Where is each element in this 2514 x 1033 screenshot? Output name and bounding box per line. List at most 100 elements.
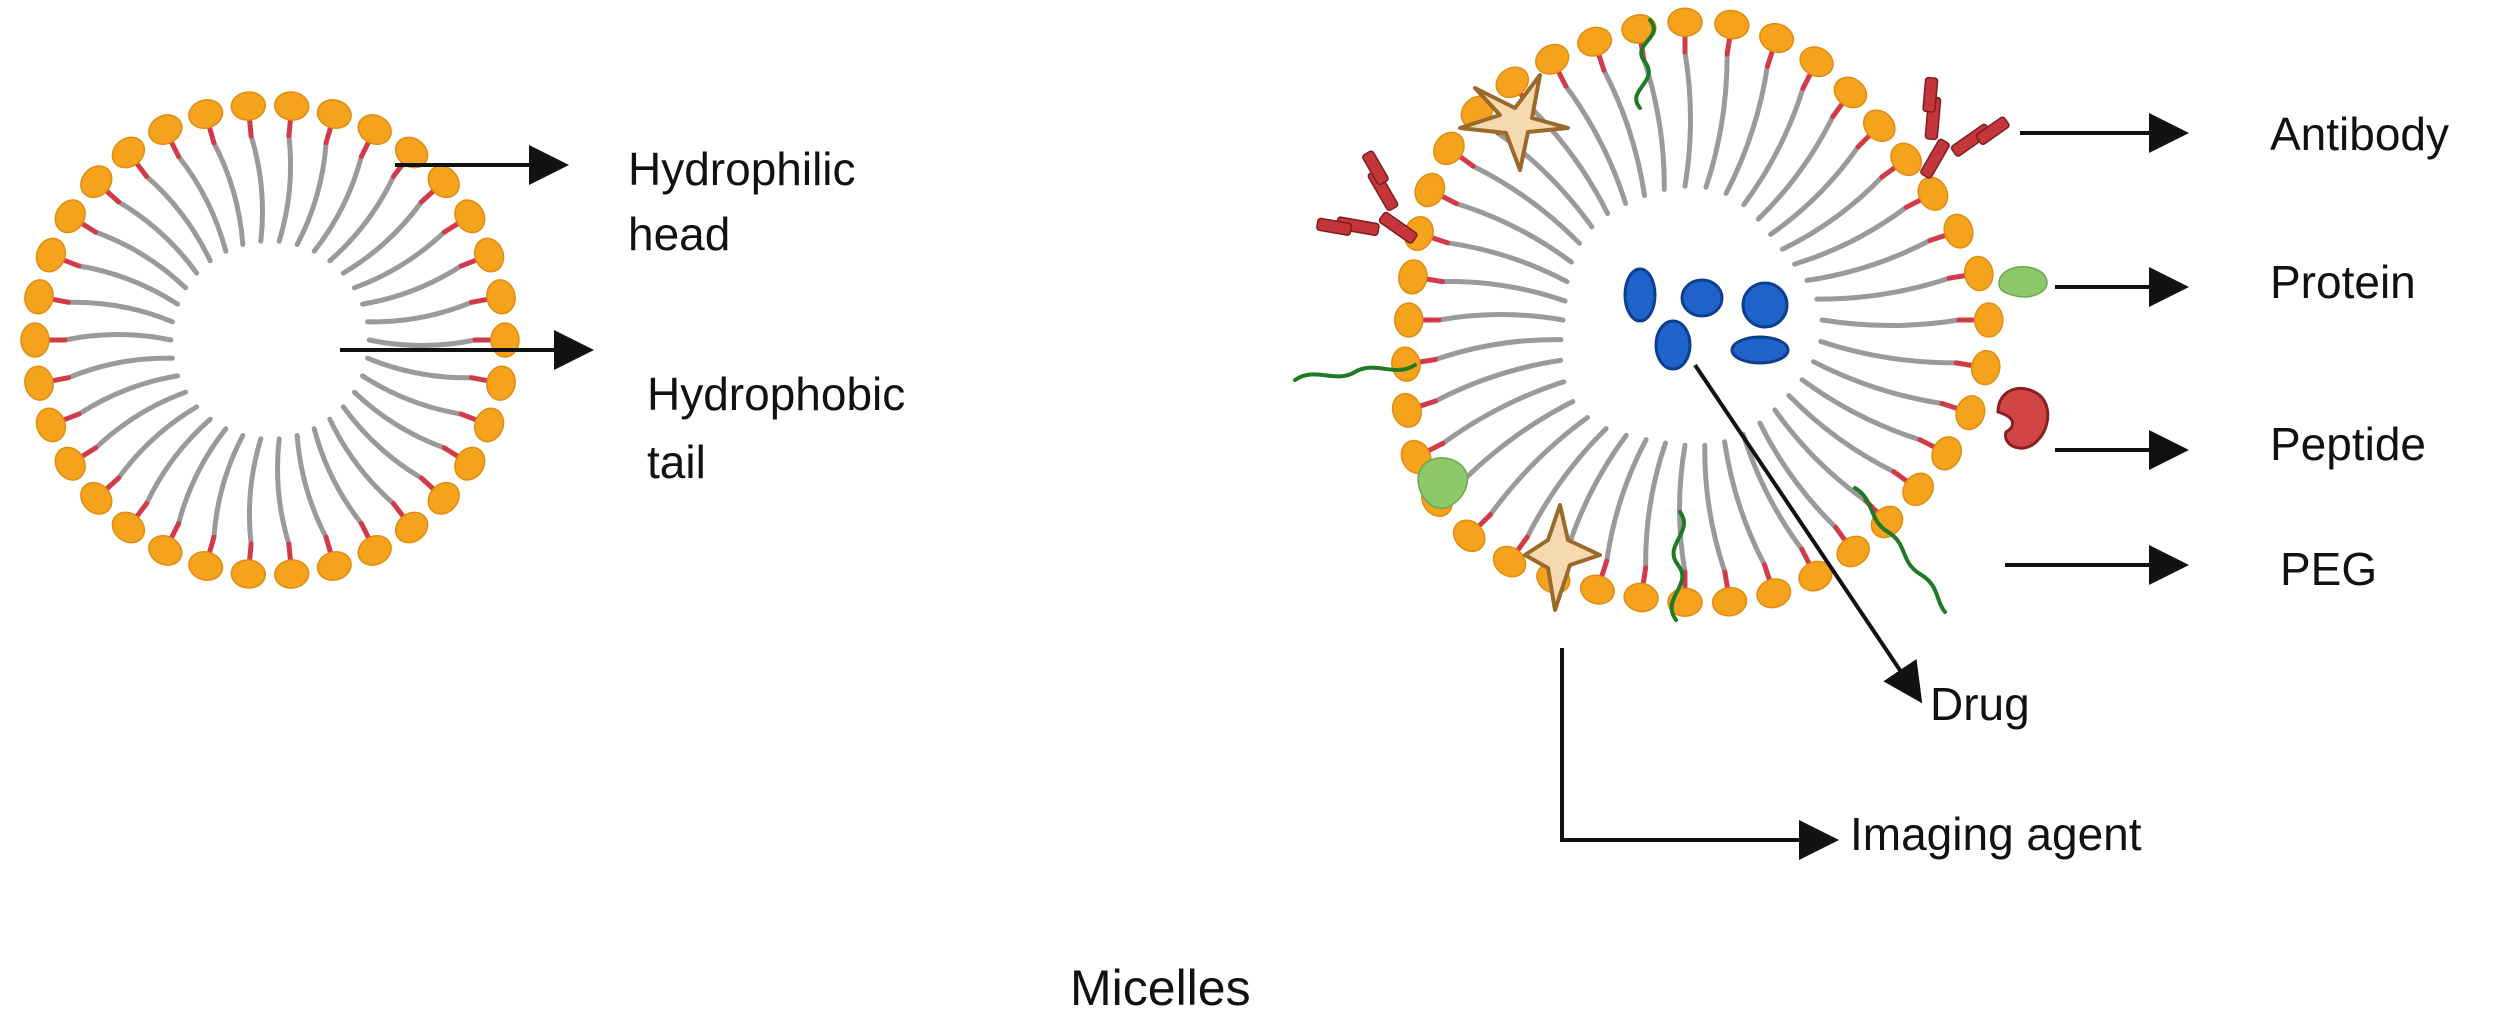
protein-label: Protein [2270, 256, 2416, 308]
hydrophobic-tail [211, 433, 246, 540]
hydrophobic-tail [211, 140, 246, 247]
linker [358, 521, 372, 542]
linker [103, 187, 121, 205]
linker [1596, 51, 1607, 73]
hydrophilic-head [148, 114, 183, 145]
linker [469, 375, 491, 384]
drug-label: Drug [1930, 678, 2030, 730]
hydrophilic-head [1391, 346, 1421, 382]
hydrophilic-head [35, 237, 67, 273]
hydrophobic-tail [1444, 240, 1570, 285]
linker [1416, 398, 1438, 409]
hydrophilic-head [1667, 7, 1703, 37]
hydrophobic-tail [1454, 201, 1574, 265]
hydrophobic-tail [275, 436, 292, 547]
labels: Hydrophilic head Hydrophobic tail Antibo… [628, 108, 2449, 1016]
hydrophilic-head [54, 446, 86, 481]
hydrophilic-head [427, 165, 460, 199]
linker [1764, 47, 1776, 69]
star-icon [1458, 73, 1570, 172]
linker [286, 541, 293, 564]
hydrophobic-tail [365, 299, 474, 325]
linker [1799, 546, 1813, 567]
linker [247, 116, 254, 139]
hydrophobic-tail [1470, 163, 1582, 246]
hydrophobic-tail [1487, 415, 1590, 518]
hydrophobic-tail [1643, 440, 1668, 571]
hydrophilic-head [473, 407, 505, 443]
linker [441, 445, 462, 460]
hydrophilic-head [454, 446, 486, 481]
hydrophilic-head [24, 365, 54, 401]
linker [1800, 70, 1814, 91]
hydrophobic-tail [1432, 357, 1564, 404]
hydrophilic-head [111, 136, 146, 169]
hydrophilic-head [1974, 302, 2004, 338]
hydrophobic-tail [1779, 174, 1885, 252]
antibody-label: Antibody [2270, 108, 2449, 160]
hydrophobic-tail [76, 373, 180, 417]
linker [206, 124, 217, 146]
linker [391, 501, 407, 520]
linker [1917, 437, 1938, 450]
linker [1423, 276, 1445, 285]
figure-caption: Micelles [1070, 960, 1251, 1016]
protein-icon [1417, 457, 1469, 509]
linker [1640, 565, 1649, 588]
linker [1946, 273, 1969, 281]
linker [1762, 562, 1773, 584]
hydrophobic-label-line2: tail [647, 436, 706, 488]
hydrophobic-tail [1814, 275, 1952, 302]
hydrophilic-label-line1: Hydrophilic [628, 143, 856, 195]
surface-attachments [1293, 18, 2050, 622]
hydrophobic-tail [66, 355, 175, 381]
hydrophobic-tail [340, 404, 424, 481]
hydrophobic-tail [1440, 279, 1568, 304]
hydrophobic-tail [93, 389, 189, 451]
hydrophobic-tail [327, 416, 396, 507]
linker [1953, 360, 1976, 369]
hydrophobic-tail [294, 140, 329, 247]
hydrophobic-tail [1564, 432, 1629, 555]
linker [168, 521, 182, 542]
hydrophilic-head [20, 322, 50, 358]
hydrophilic-head [1963, 255, 1994, 292]
hydrophilic-head [1955, 395, 1986, 431]
drug-particle-icon [1741, 281, 1789, 329]
hydrophilic-label-line2: head [628, 208, 730, 260]
linker [1438, 193, 1459, 207]
star-icon [1523, 503, 1602, 612]
linker [1879, 164, 1899, 180]
hydrophobic-tail [1755, 114, 1836, 222]
hydrophilic-head [454, 199, 486, 234]
hydrophilic-head [1798, 560, 1833, 592]
hydrophilic-head [1577, 26, 1613, 57]
hydrophobic-tail [1604, 437, 1649, 564]
hydrophilic-head [1579, 574, 1615, 605]
hydrophobic-tail [66, 299, 175, 325]
hydrophilic-head [1492, 545, 1527, 578]
hydrophilic-head [1391, 392, 1422, 428]
drug-particle-icon [1730, 335, 1790, 365]
hydrophobic-tail [351, 229, 447, 291]
hydrophilic-head [1759, 22, 1795, 54]
hydrophilic-head [24, 279, 54, 315]
hydrophilic-head [357, 114, 392, 145]
hydrophobic-tail [1682, 49, 1693, 189]
hydrophilic-head [316, 99, 352, 129]
hydrophobic-tail [1757, 420, 1839, 530]
hydrophilic-head [273, 91, 310, 121]
hydrophobic-tail [116, 199, 200, 276]
hydrophilic-head [111, 511, 146, 544]
hydrophobic-tail [1436, 312, 1566, 323]
linker [323, 124, 334, 146]
hydrophobic-tail [1702, 442, 1728, 575]
peptide-label: Peptide [2270, 418, 2426, 470]
linker [49, 296, 71, 305]
linker [1555, 68, 1569, 89]
hydrophobic-tail [1772, 407, 1869, 504]
hydrophobic-tail [311, 426, 364, 526]
hydrophobic-tail [1723, 64, 1770, 196]
linker [441, 220, 462, 235]
